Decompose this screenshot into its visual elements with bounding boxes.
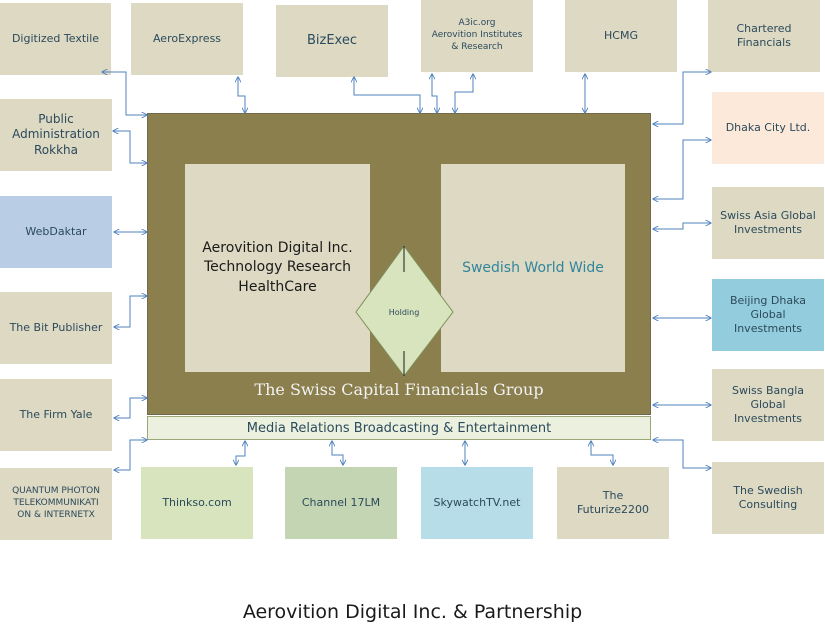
partner-futurize2200: The Futurize2200 <box>557 467 669 539</box>
connector-bizexec <box>354 77 420 113</box>
connector-firm-yale <box>114 398 147 418</box>
partner-chartered-financials: Chartered Financials <box>708 0 820 72</box>
partner-thinkso: Thinkso.com <box>141 467 253 539</box>
partner-bit-publisher: The Bit Publisher <box>0 292 112 364</box>
partner-public-administration: Public Administration Rokkha <box>0 99 112 171</box>
connector-digitized-textile <box>102 72 147 115</box>
partner-bizexec: BizExec <box>276 5 388 77</box>
partner-beijing-dhaka: Beijing Dhaka Global Investments <box>712 279 824 351</box>
partner-swiss-bangla: Swiss Bangla Global Investments <box>712 369 824 441</box>
holding-label: Holding <box>389 308 420 317</box>
partner-skywatchtv: SkywatchTV.net <box>421 467 533 539</box>
partner-a3ic: A3ic.org Aerovition Institutes & Researc… <box>421 0 533 72</box>
connector-quantum <box>114 440 147 470</box>
partner-webdaktar: WebDaktar <box>0 196 112 268</box>
connector-a3ic-1 <box>432 74 437 113</box>
group-title: The Swiss Capital Financials Group <box>254 380 544 399</box>
connector-thinkso <box>236 441 245 465</box>
swedish-world-wide-panel: Swedish World Wide <box>441 164 625 372</box>
partner-quantum-photon: QUANTUM PHOTON TELEKOMMUNIKATI ON & INTE… <box>0 468 112 540</box>
partner-firm-yale: The Firm Yale <box>0 379 112 451</box>
aerovition-panel: Aerovition Digital Inc. Technology Resea… <box>185 164 370 372</box>
partner-swiss-asia: Swiss Asia Global Investments <box>712 187 824 259</box>
connector-public-admin <box>113 131 147 163</box>
partner-hcmg: HCMG <box>565 0 677 72</box>
connector-swiss-asia <box>653 223 711 229</box>
media-relations-bar: Media Relations Broadcasting & Entertain… <box>147 416 651 440</box>
partner-swedish-consulting: The Swedish Consulting <box>712 462 824 534</box>
connector-aeroexpress <box>238 77 245 113</box>
connector-futurize <box>591 441 613 465</box>
connector-dhaka-city <box>653 140 711 199</box>
partner-aeroexpress: AeroExpress <box>131 3 243 75</box>
partner-channel-17lm: Channel 17LM <box>285 467 397 539</box>
partner-digitized-textile: Digitized Textile <box>0 3 111 75</box>
partner-dhaka-city: Dhaka City Ltd. <box>712 92 824 164</box>
diagram-title: Aerovition Digital Inc. & Partnership <box>242 601 583 623</box>
connector-channel17lm <box>332 441 343 465</box>
connector-bit-publisher <box>114 296 147 327</box>
connector-chartered <box>653 72 711 124</box>
connector-a3ic-2 <box>455 74 473 113</box>
connector-swedish-consulting <box>653 440 711 468</box>
